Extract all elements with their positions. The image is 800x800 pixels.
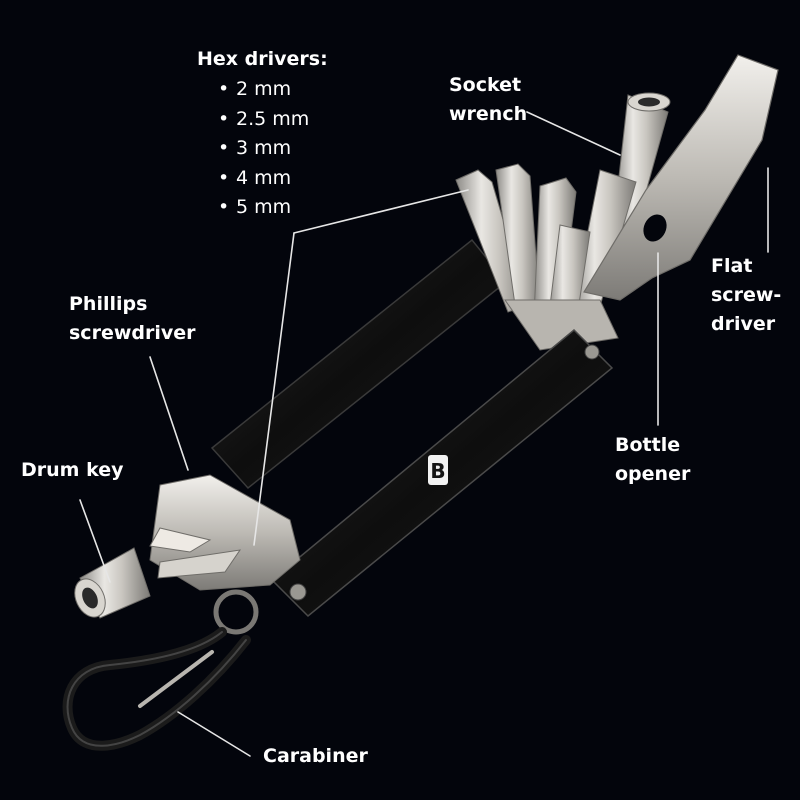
brand-logo: B: [428, 455, 448, 485]
leader-lines: [79, 111, 769, 757]
leader-drum-key: [79, 499, 111, 583]
label-line: Bottle: [615, 434, 681, 456]
hex-size-item: 2 mm: [218, 75, 309, 105]
label-line: Socket: [449, 74, 522, 96]
label-line: screwdriver: [69, 322, 196, 344]
hex-size-item: 5 mm: [218, 193, 309, 223]
label-line: wrench: [449, 103, 528, 125]
leader-hex-drivers: [293, 189, 469, 234]
label-socket-wrench: Socket wrench: [449, 71, 527, 129]
label-drum-key: Drum key: [21, 459, 124, 481]
leader-hex-drivers-vertical: [253, 232, 295, 546]
hex-driver-bits: [455, 163, 619, 351]
label-flat-screwdriver: Flat screw- driver: [711, 252, 781, 339]
leader-phillips: [149, 356, 189, 471]
drum-key-tool: [74, 474, 301, 619]
front-handle: B: [270, 328, 614, 618]
label-line: driver: [711, 313, 776, 335]
hex-size-item: 3 mm: [218, 134, 309, 164]
label-hex-drivers-title: Hex drivers:: [197, 48, 328, 70]
label-bottle-opener: Bottle opener: [615, 431, 690, 489]
label-line: opener: [615, 463, 691, 485]
hex-size-item: 4 mm: [218, 164, 309, 194]
socket-wrench-tool: [571, 92, 671, 321]
hex-size-item: 2.5 mm: [218, 105, 309, 135]
svg-text:B: B: [430, 459, 445, 483]
leader-socket-wrench: [526, 111, 621, 156]
flat-screwdriver-blade: [583, 54, 779, 301]
label-carabiner: Carabiner: [263, 745, 368, 767]
label-line: Flat: [711, 255, 753, 277]
carabiner-clip: [62, 589, 259, 751]
leader-carabiner: [177, 711, 251, 757]
label-line: Phillips: [69, 293, 148, 315]
label-line: screw-: [711, 284, 782, 306]
hex-drivers-list: 2 mm 2.5 mm 3 mm 4 mm 5 mm: [218, 75, 309, 223]
label-phillips-screwdriver: Phillips screwdriver: [69, 290, 196, 348]
